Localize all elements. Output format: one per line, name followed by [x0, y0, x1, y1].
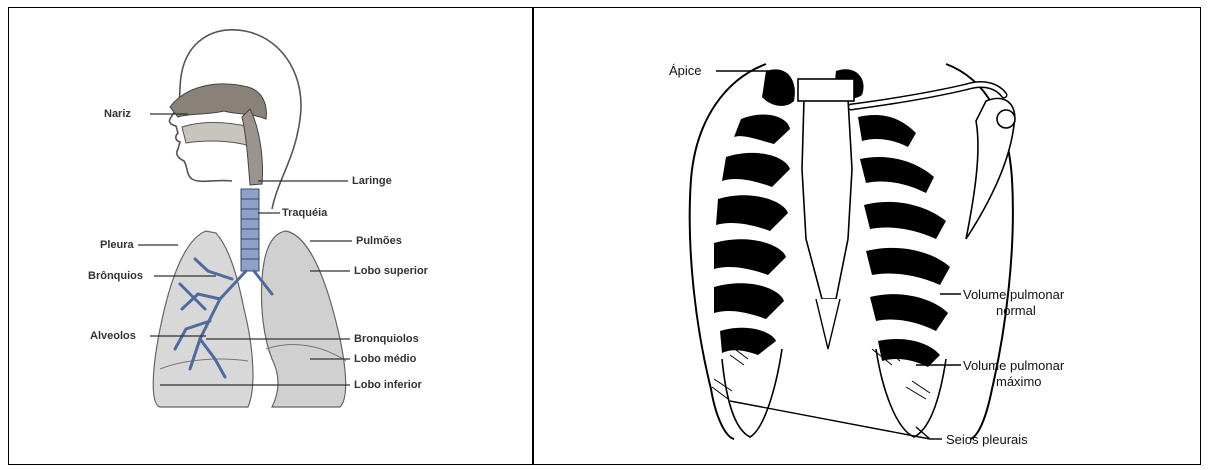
- lung-right: [153, 231, 253, 407]
- lung-spaces-right: [834, 69, 950, 367]
- humerus-head: [997, 110, 1015, 128]
- costal-arch-right: [876, 349, 946, 437]
- label-volume-maximo-2: máximo: [996, 374, 1042, 389]
- label-traqueia: Traquéia: [282, 207, 328, 219]
- label-nariz: Nariz: [104, 108, 131, 120]
- label-lobo-medio: Lobo médio: [354, 353, 417, 365]
- ribcage-panel: Ápice Volume pulmonar normal Volume pulm…: [536, 9, 1198, 463]
- label-lobo-inferior: Lobo inferior: [354, 379, 423, 391]
- label-alveolos: Alveolos: [90, 330, 136, 342]
- label-volume-maximo-1: Volume pulmonar: [963, 358, 1065, 373]
- lung-left: [261, 231, 345, 407]
- label-laringe: Laringe: [352, 175, 392, 187]
- head-outline: [169, 30, 301, 209]
- label-lobo-superior: Lobo superior: [354, 265, 429, 277]
- label-seios-pleurais: Seios pleurais: [946, 432, 1028, 447]
- ribcage-illustration: Ápice Volume pulmonar normal Volume pulm…: [536, 9, 1198, 463]
- xiphoid: [816, 299, 840, 349]
- table-divider: [532, 7, 534, 465]
- pharynx: [242, 109, 263, 185]
- label-volume-normal-1: Volume pulmonar: [963, 287, 1065, 302]
- label-pleura: Pleura: [100, 239, 135, 251]
- label-pulmoes: Pulmões: [356, 235, 402, 247]
- label-apice: Ápice: [669, 63, 702, 78]
- respiratory-system-panel: Nariz Laringe Traquéia Pleura Pulmões Br…: [10, 9, 530, 463]
- manubrium: [798, 79, 854, 101]
- label-bronquiolos: Bronquiolos: [354, 333, 419, 345]
- lung-spaces-left: [714, 69, 795, 355]
- sternum: [802, 99, 852, 299]
- respiratory-system-illustration: Nariz Laringe Traquéia Pleura Pulmões Br…: [10, 9, 530, 463]
- label-bronquios: Brônquios: [88, 270, 143, 282]
- costal-arch-left: [722, 349, 782, 437]
- label-volume-normal-2: normal: [996, 303, 1036, 318]
